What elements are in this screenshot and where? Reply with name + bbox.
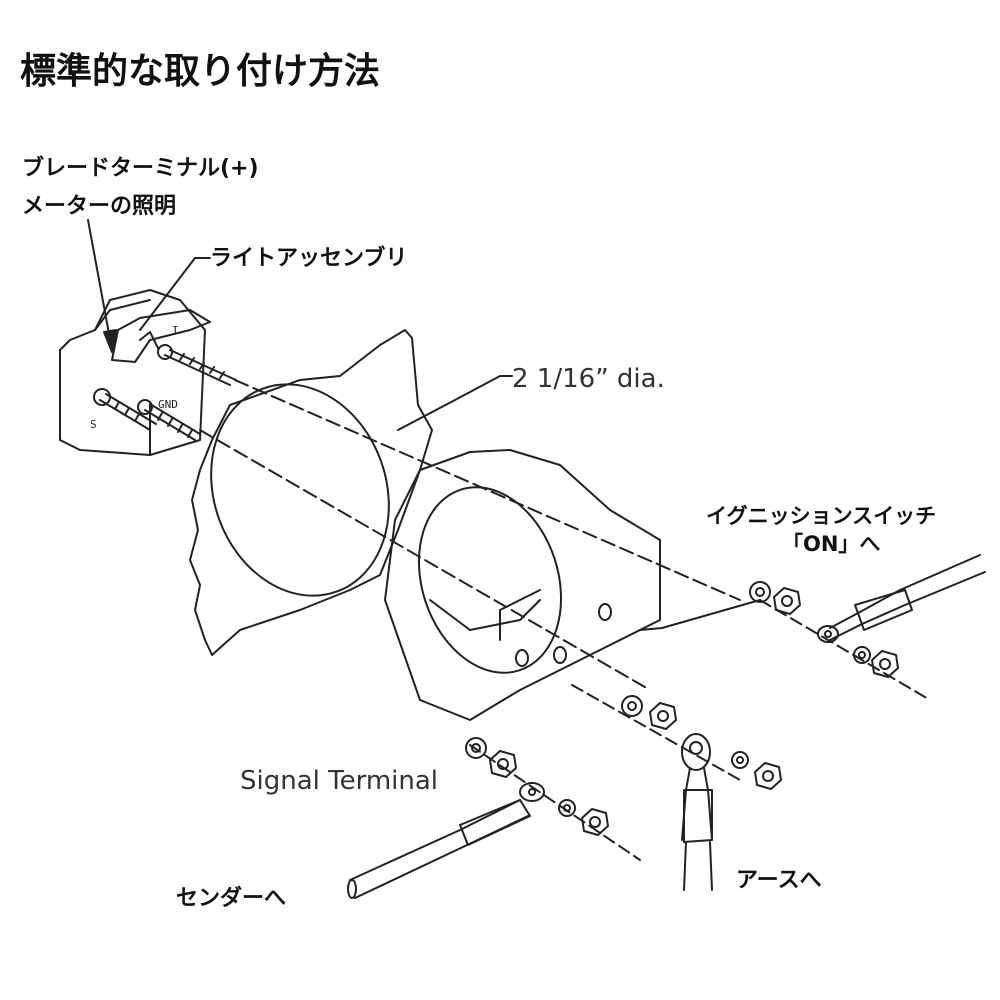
stud-i — [157, 344, 237, 386]
gauge-back — [59, 289, 206, 456]
stud-s — [93, 388, 157, 431]
blade-terminal-arrow — [87, 219, 113, 351]
diameter-leader — [397, 375, 513, 431]
diameter-label: 2 1/16” dia. — [512, 364, 665, 394]
ignition-on-label: 「ON」へ — [782, 532, 881, 556]
light-assembly-label: ライトアッセンブリ — [210, 246, 408, 271]
meter-light-label: メーターの照明 — [22, 194, 177, 219]
signal-terminal-label: Signal Terminal — [240, 766, 439, 796]
stud-gnd — [137, 399, 201, 441]
blade-terminal-label: ブレードターミナル(+) — [22, 156, 259, 181]
page-title: 標準的な取り付け方法 — [20, 51, 381, 92]
stud-s-label: S — [90, 418, 97, 431]
ignition-switch-hardware — [749, 581, 899, 678]
ground-hardware — [621, 695, 782, 790]
stud-i-label: I — [172, 324, 179, 337]
light-assembly — [111, 257, 211, 363]
to-ground-label: アースへ — [736, 868, 822, 893]
ignition-wire — [817, 554, 986, 643]
mounting-bracket — [384, 449, 761, 721]
stud-gnd-label: GND — [158, 398, 178, 411]
to-sender-label: センダーへ — [176, 886, 287, 911]
signal-wire — [347, 782, 545, 899]
ignition-switch-label: イグニッションスイッチ — [706, 504, 937, 528]
dashboard-panel — [189, 329, 433, 656]
signal-hardware — [465, 737, 609, 836]
ground-wire — [681, 733, 713, 891]
